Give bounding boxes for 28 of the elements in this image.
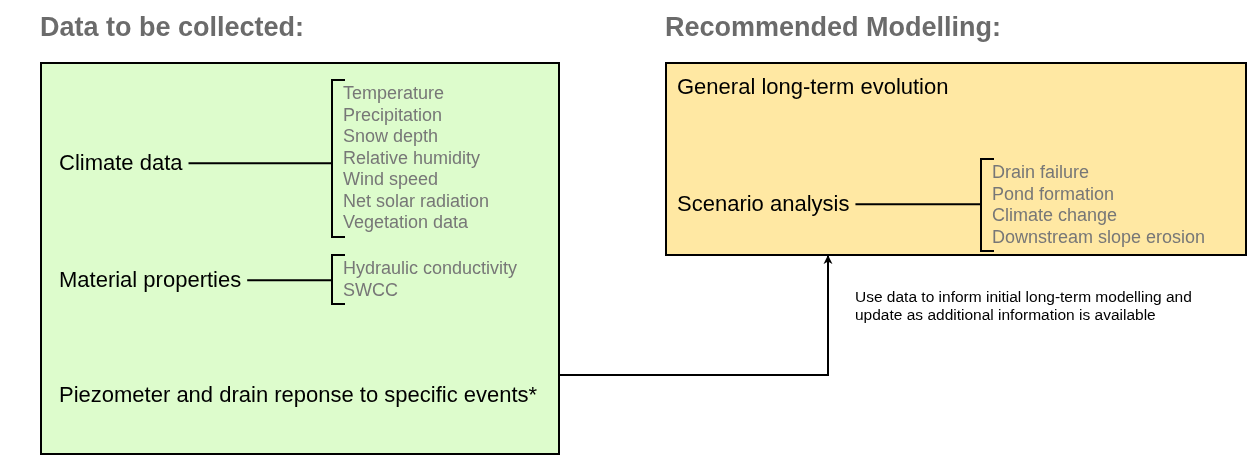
bracket-list <box>331 79 490 238</box>
note-text: Use data to inform initial long-term modelling and update as additional information is available <box>855 288 1193 324</box>
list-item: Vegetation data <box>343 212 470 234</box>
list-item: Climate change <box>992 205 1119 227</box>
connector-line <box>246 279 332 282</box>
list-item: Wind speed <box>343 169 440 191</box>
category-label: Scenario analysis <box>677 191 850 218</box>
bracket-list <box>980 158 1206 252</box>
bracket-list <box>331 254 518 305</box>
list-item: Relative humidity <box>343 147 482 169</box>
list-item: Snow depth <box>343 126 440 148</box>
list-item: Temperature <box>343 83 446 105</box>
list-item: SWCC <box>343 279 399 301</box>
list-item: Hydraulic conductivity <box>343 258 518 280</box>
list-item: Precipitation <box>343 104 444 126</box>
list-item: Net solar radiation <box>343 190 490 212</box>
panel-heading: Recommended Modelling: <box>665 12 1002 43</box>
category-label: Material properties <box>59 267 242 294</box>
panel-text: General long-term evolution <box>677 74 949 100</box>
list-item: Drain failure <box>992 162 1091 184</box>
category-label: Climate data <box>59 150 183 177</box>
arrow <box>559 255 833 376</box>
category-label: Piezometer and drain reponse to specific events* <box>59 382 549 409</box>
connector-line <box>854 203 981 206</box>
list-item: Pond formation <box>992 183 1116 205</box>
panel-heading: Data to be collected: <box>40 12 305 43</box>
list-item: Downstream slope erosion <box>992 226 1206 248</box>
connector-line <box>187 162 332 165</box>
